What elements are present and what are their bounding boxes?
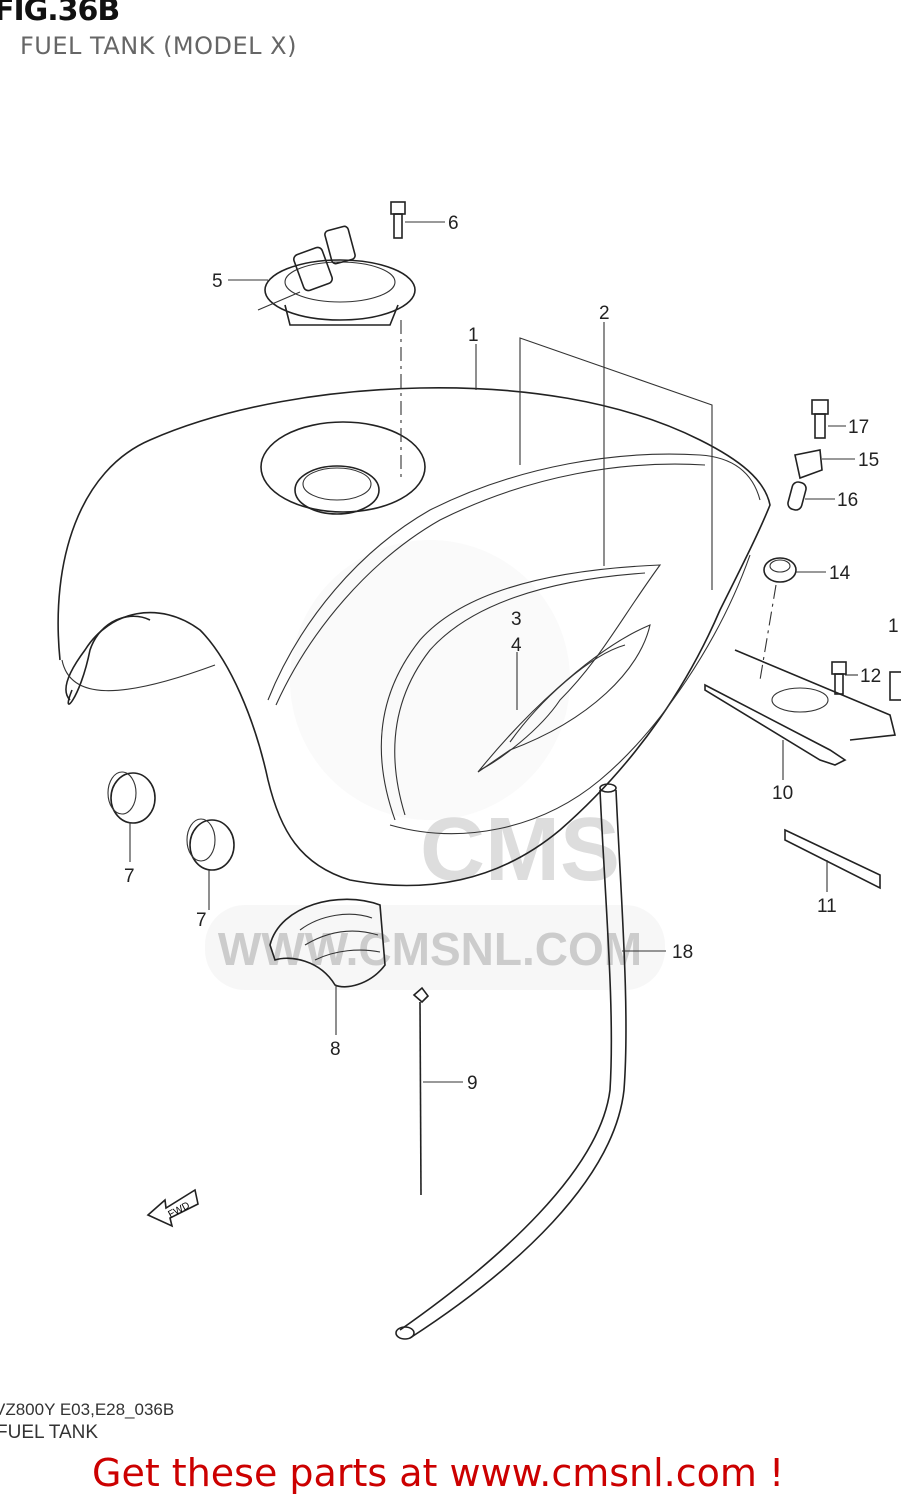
watermark-logo: CMS (420, 800, 620, 900)
callout-9: 9 (467, 1073, 478, 1094)
callout-13-cut: 1 (888, 616, 899, 637)
callout-15: 15 (858, 450, 879, 471)
fuel-cap (257, 225, 416, 326)
figure-subtitle: FUEL TANK (MODEL X) (20, 32, 297, 60)
footer-title: FUEL TANK (0, 1422, 99, 1443)
svg-text:FWD: FWD (166, 1200, 191, 1220)
callout-3: 3 (511, 609, 522, 630)
callout-17: 17 (848, 417, 869, 438)
callout-1: 1 (468, 325, 479, 346)
callout-14: 14 (829, 563, 851, 584)
promo-link[interactable]: Get these parts at www.cmsnl.com ! (92, 1451, 785, 1495)
figure-number: FIG.36B (0, 0, 120, 28)
watermark: WWW.CMSNL.COM CMS (205, 540, 665, 990)
callout-2: 2 (599, 303, 610, 324)
callout-4: 4 (511, 635, 522, 656)
callout-12: 12 (860, 666, 881, 687)
callout-5: 5 (212, 271, 223, 292)
diagram-code: VZ800Y E03,E28_036B (0, 1400, 175, 1419)
callout-16: 16 (837, 490, 858, 511)
leader-lines (129, 221, 858, 1083)
callout-18: 18 (672, 942, 693, 963)
small-parts: FWD (107, 399, 901, 1340)
callout-8: 8 (330, 1039, 341, 1060)
callout-6: 6 (448, 213, 459, 234)
callout-10: 10 (772, 783, 793, 804)
callout-7: 7 (124, 866, 135, 887)
watermark-text: WWW.CMSNL.COM (218, 923, 642, 975)
callout-11: 11 (817, 896, 837, 917)
callout-7b: 7 (196, 910, 207, 931)
callout-labels: 1 2 3 4 5 6 7 7 8 9 10 11 12 1 14 15 16 … (124, 213, 899, 1094)
bolt-6 (390, 201, 406, 239)
fuel-tank (57, 387, 771, 887)
